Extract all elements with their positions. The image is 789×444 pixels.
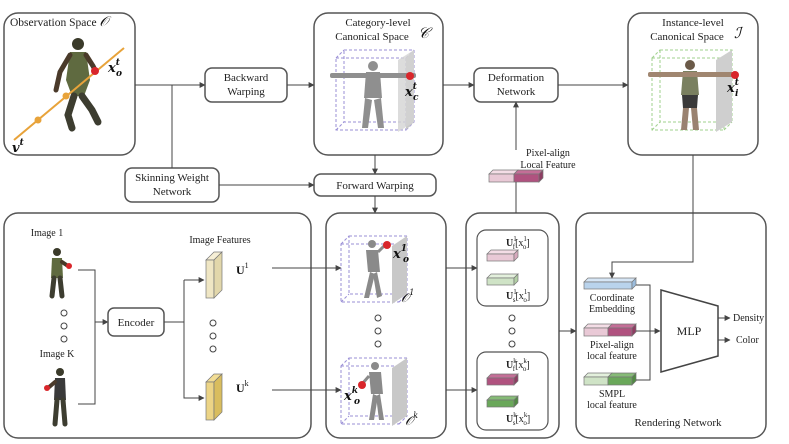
feature-1-label: U1 [236,261,249,277]
feature-bar-magenta-bottom [486,373,519,386]
observed-point-top [383,241,391,249]
density-label: Density [733,313,764,324]
camera-ray [13,47,125,141]
ray-sample-point [62,92,70,100]
coordinate-embedding-bar [583,277,637,290]
image-1-connector [78,269,96,405]
image-k-label: Image K [40,349,75,360]
coordinate-embedding-label-1: Coordinate [590,293,635,304]
posed-figure-bottom [360,362,384,420]
skinning-weight-label-1: Skinning Weight [135,172,209,184]
observed-points-panel [325,212,447,439]
mlp-trapezoid [660,289,719,373]
feature-map-k [205,373,223,421]
color-label: Color [736,335,759,346]
ellipsis-dot [209,345,217,353]
encoder-out-connector-k [183,322,205,401]
ellipsis-dot [60,322,68,330]
category-space-title-1: Category-level [345,17,410,29]
skinning-weight-label-2: Network [153,186,192,198]
instance-space-symbol: ℐ [734,24,744,42]
encoder-label: Encoder [118,317,155,329]
ellipsis-dot [209,332,217,340]
ellipsis-dot [60,309,68,317]
ellipsis-dot [508,314,516,322]
instance-space-title-2: Canonical Space [650,31,724,43]
canonical-point [406,72,414,80]
ellipsis-dot [60,335,68,343]
pixel-align-local-label-1: Pixel-align [590,340,634,351]
canonical-tpose-figure [330,61,416,128]
deformation-network-label-2: Network [497,86,536,98]
pixel-align-local-feature-bar [583,323,637,337]
feature-map-1 [205,251,223,299]
observed-point-bottom [358,381,366,389]
rendering-network-title: Rendering Network [634,417,722,429]
ray-sample-point [34,116,42,124]
pixel-align-local-label-2: local feature [587,351,637,362]
image-1-label: Image 1 [31,228,64,239]
instance-cube-shade [716,50,732,132]
feature-bar-pink-top [486,249,519,262]
ellipsis-dot [508,340,516,348]
instance-space-title-1: Instance-level [662,17,724,29]
instance-point [731,71,739,79]
pixel-align-label-2: Local Feature [520,160,576,171]
smpl-label-2: local feature [587,400,637,411]
ellipsis-dot [374,340,382,348]
observed-cube-bottom-shade [392,358,407,426]
image-1-person [49,248,72,299]
ray-label: vt [12,138,25,156]
pixel-align-label-1: Pixel-align [526,148,570,159]
running-person-figure [53,38,102,132]
instance-to-coordinate-arrow [609,155,694,279]
feature-k-label: Uk [236,379,249,395]
ellipsis-dot [508,327,516,335]
feature-bar-green-bottom [486,395,519,408]
instance-tpose-figure [648,60,734,130]
ellipsis-dot [374,314,382,322]
posed-figure-top [364,240,386,298]
image-k-person [44,368,68,427]
feature-bar-green-top [486,273,519,286]
smpl-label-1: SMPL [599,389,625,400]
pixel-align-feature-bar [488,169,544,183]
ellipsis-dot [209,319,217,327]
rendering-input-connector [636,284,651,381]
ellipsis-dot [374,327,382,335]
category-space-title-2: Canonical Space [335,31,409,43]
observed-point [91,67,99,75]
deformation-network-label-1: Deformation [488,72,545,84]
category-cube-shade [398,50,414,132]
image-features-title: Image Features [189,235,250,246]
smpl-local-feature-bar [583,372,637,386]
forward-warping-label: Forward Warping [336,180,414,192]
backward-warping-label-2: Warping [227,86,265,98]
observed-cube-top-shade [392,236,407,304]
coordinate-embedding-label-2: Embedding [589,304,635,315]
backward-warping-label-1: Backward [224,72,269,84]
observation-space-title: Observation Space 𝒪 [10,14,111,30]
mlp-label: MLP [677,324,702,338]
